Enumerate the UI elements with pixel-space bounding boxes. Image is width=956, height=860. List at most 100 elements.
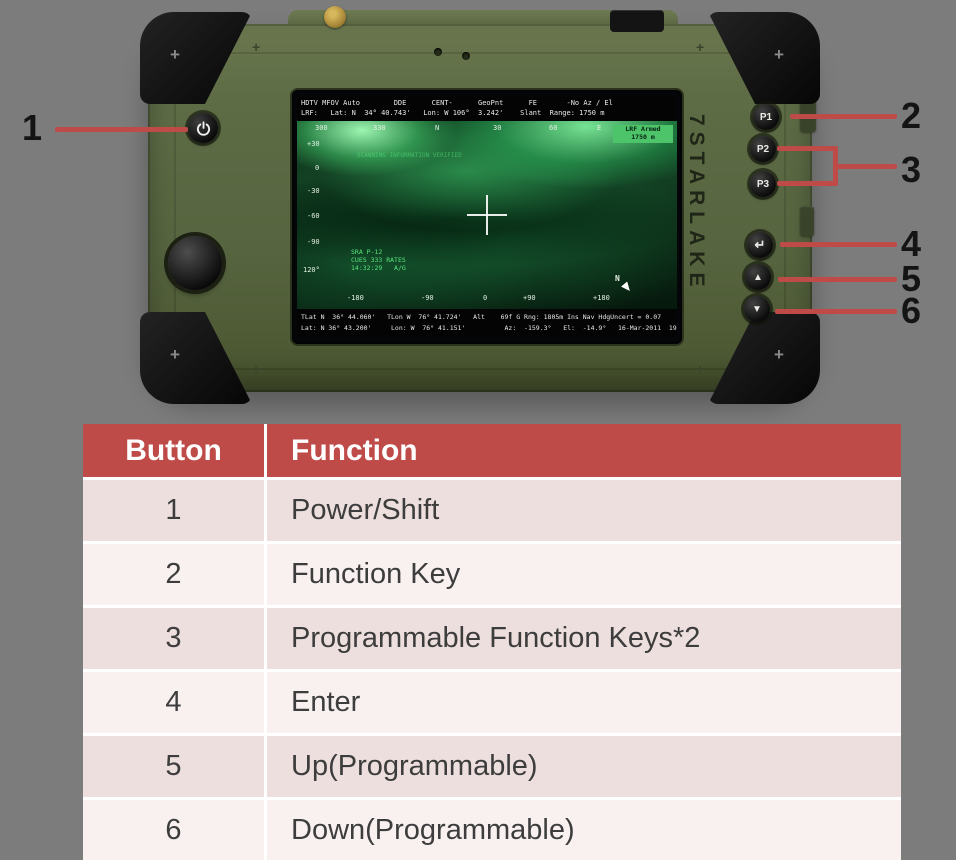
- io-connector-block: [610, 10, 664, 32]
- header-function: Function: [265, 424, 901, 480]
- table-row: 6 Down(Programmable): [83, 797, 901, 860]
- target-data-line: 14:32:29 A/G: [351, 264, 406, 272]
- power-button: [188, 113, 218, 143]
- callout-number-5: 5: [901, 258, 922, 299]
- table-header: Button Function: [83, 424, 901, 480]
- hud-footer-line-1: TLat N 36° 44.060' TLon W 76° 41.724' Al…: [301, 313, 662, 321]
- compass-tick: 30: [493, 124, 502, 132]
- table-row: 2 Function Key: [83, 541, 901, 607]
- roll-label: 120°: [303, 266, 320, 274]
- callout-number-3: 3: [901, 149, 922, 190]
- enter-button: ↵: [747, 232, 773, 258]
- p2-label: P2: [756, 143, 770, 155]
- elevation-label: +30: [307, 141, 320, 148]
- azimuth-label: +90: [523, 294, 536, 302]
- table-row: 4 Enter: [83, 669, 901, 735]
- screw-icon: +: [252, 39, 261, 55]
- elevation-label: -30: [307, 187, 320, 195]
- p3-button: P3: [750, 171, 776, 197]
- hud-status-bar: HDTV MFOV Auto DDE CENT- GeoPnt FE -No A…: [297, 97, 677, 121]
- target-data-line: CUES 333 RATES: [351, 256, 406, 264]
- button-function: Up(Programmable): [265, 733, 901, 799]
- elevation-label: 0: [315, 165, 319, 172]
- side-port-cover: [800, 206, 814, 236]
- lrf-armed-range: 1750 m: [631, 133, 655, 142]
- azimuth-label: 0: [483, 294, 488, 302]
- screw-icon: +: [774, 45, 784, 64]
- elevation-label: -90: [307, 238, 320, 246]
- azimuth-label: -90: [421, 294, 434, 302]
- azimuth-label: +180: [593, 294, 610, 302]
- hud-status-line-1: HDTV MFOV Auto DDE CENT- GeoPnt FE -No A…: [301, 99, 613, 107]
- down-arrow-icon: ▼: [752, 303, 762, 315]
- callout-number-6: 6: [901, 290, 922, 331]
- button-function: Function Key: [265, 541, 901, 607]
- hud-footer-bar: TLat N 36° 44.060' TLon W 76° 41.724' Al…: [297, 309, 677, 337]
- lrf-armed-badge: LRF Armed 1750 m: [613, 125, 673, 143]
- button-function: Enter: [265, 669, 901, 735]
- header-button: Button: [83, 424, 267, 480]
- hud-status-line-2: LRF: Lat: N 34° 40.743' Lon: W 106° 3.24…: [301, 109, 605, 117]
- azimuth-label: -180: [347, 294, 364, 302]
- rugged-tablet-device: + + + + + + + +: [140, 6, 820, 404]
- hud-display: HDTV MFOV Auto DDE CENT- GeoPnt FE -No A…: [297, 97, 677, 337]
- lrf-armed-label: LRF Armed: [625, 125, 661, 133]
- callout-line-5: [778, 277, 897, 282]
- compass-tick: N: [435, 124, 440, 132]
- callout-number-1: 1: [22, 107, 43, 148]
- device-photo: + + + + + + + +: [0, 0, 956, 415]
- elevation-label: -60: [307, 212, 320, 220]
- callout-line-3a: [777, 146, 838, 151]
- screw-icon: +: [696, 361, 705, 377]
- screw-icon: +: [170, 345, 180, 364]
- screw-icon: +: [170, 45, 180, 64]
- callout-line-4: [780, 242, 897, 247]
- button-number: 3: [83, 605, 267, 671]
- target-data-line: SRA P-12: [351, 248, 383, 256]
- table-row: 3 Programmable Function Keys*2: [83, 605, 901, 671]
- callout-line-3c: [833, 164, 897, 169]
- table-row: 5 Up(Programmable): [83, 733, 901, 799]
- callout-number-4: 4: [901, 223, 922, 264]
- vent-hole: [462, 52, 470, 60]
- table-row: 1 Power/Shift: [83, 478, 901, 543]
- screw-icon: +: [774, 345, 784, 364]
- crosshair-vertical: [486, 195, 488, 235]
- p2-button: P2: [750, 136, 776, 162]
- enter-icon: ↵: [754, 237, 766, 252]
- button-number: 5: [83, 733, 267, 799]
- joystick-knob: [168, 236, 222, 290]
- button-number: 4: [83, 669, 267, 735]
- compass-tick: 330: [373, 125, 386, 132]
- p1-label: P1: [759, 111, 773, 123]
- button-function: Programmable Function Keys*2: [265, 605, 901, 671]
- button-function: Down(Programmable): [265, 797, 901, 860]
- button-number: 6: [83, 797, 267, 860]
- power-icon: [196, 120, 210, 136]
- compass-tick: E: [597, 124, 602, 132]
- button-number: 1: [83, 478, 267, 543]
- north-label: N: [615, 274, 620, 283]
- device-faceplate-seam: [174, 52, 786, 370]
- screw-icon: +: [252, 361, 261, 377]
- callout-number-2: 2: [901, 95, 922, 136]
- button-number: 2: [83, 541, 267, 607]
- brand-text: 7STARLAKE: [685, 114, 708, 293]
- callout-line-2: [790, 114, 897, 119]
- screw-icon: +: [696, 39, 705, 55]
- callout-line-3b: [777, 181, 838, 186]
- up-button: ▲: [745, 264, 771, 290]
- p1-button: P1: [753, 104, 779, 130]
- antenna-connector: [324, 6, 346, 28]
- compass-tick: 60: [549, 124, 558, 132]
- callout-line-1: [55, 127, 188, 132]
- button-function: Power/Shift: [265, 478, 901, 543]
- device-screen: HDTV MFOV Auto DDE CENT- GeoPnt FE -No A…: [292, 90, 682, 344]
- down-button: ▼: [744, 296, 770, 322]
- callout-line-6: [775, 309, 897, 314]
- hud-footer-line-2: Lat: N 36° 43.200' Lon: W 76° 41.151' Az…: [301, 324, 677, 332]
- button-function-table: Button Function 1 Power/Shift 2 Function…: [83, 424, 901, 860]
- vent-hole: [434, 48, 442, 56]
- compass-tick: 300: [315, 125, 328, 132]
